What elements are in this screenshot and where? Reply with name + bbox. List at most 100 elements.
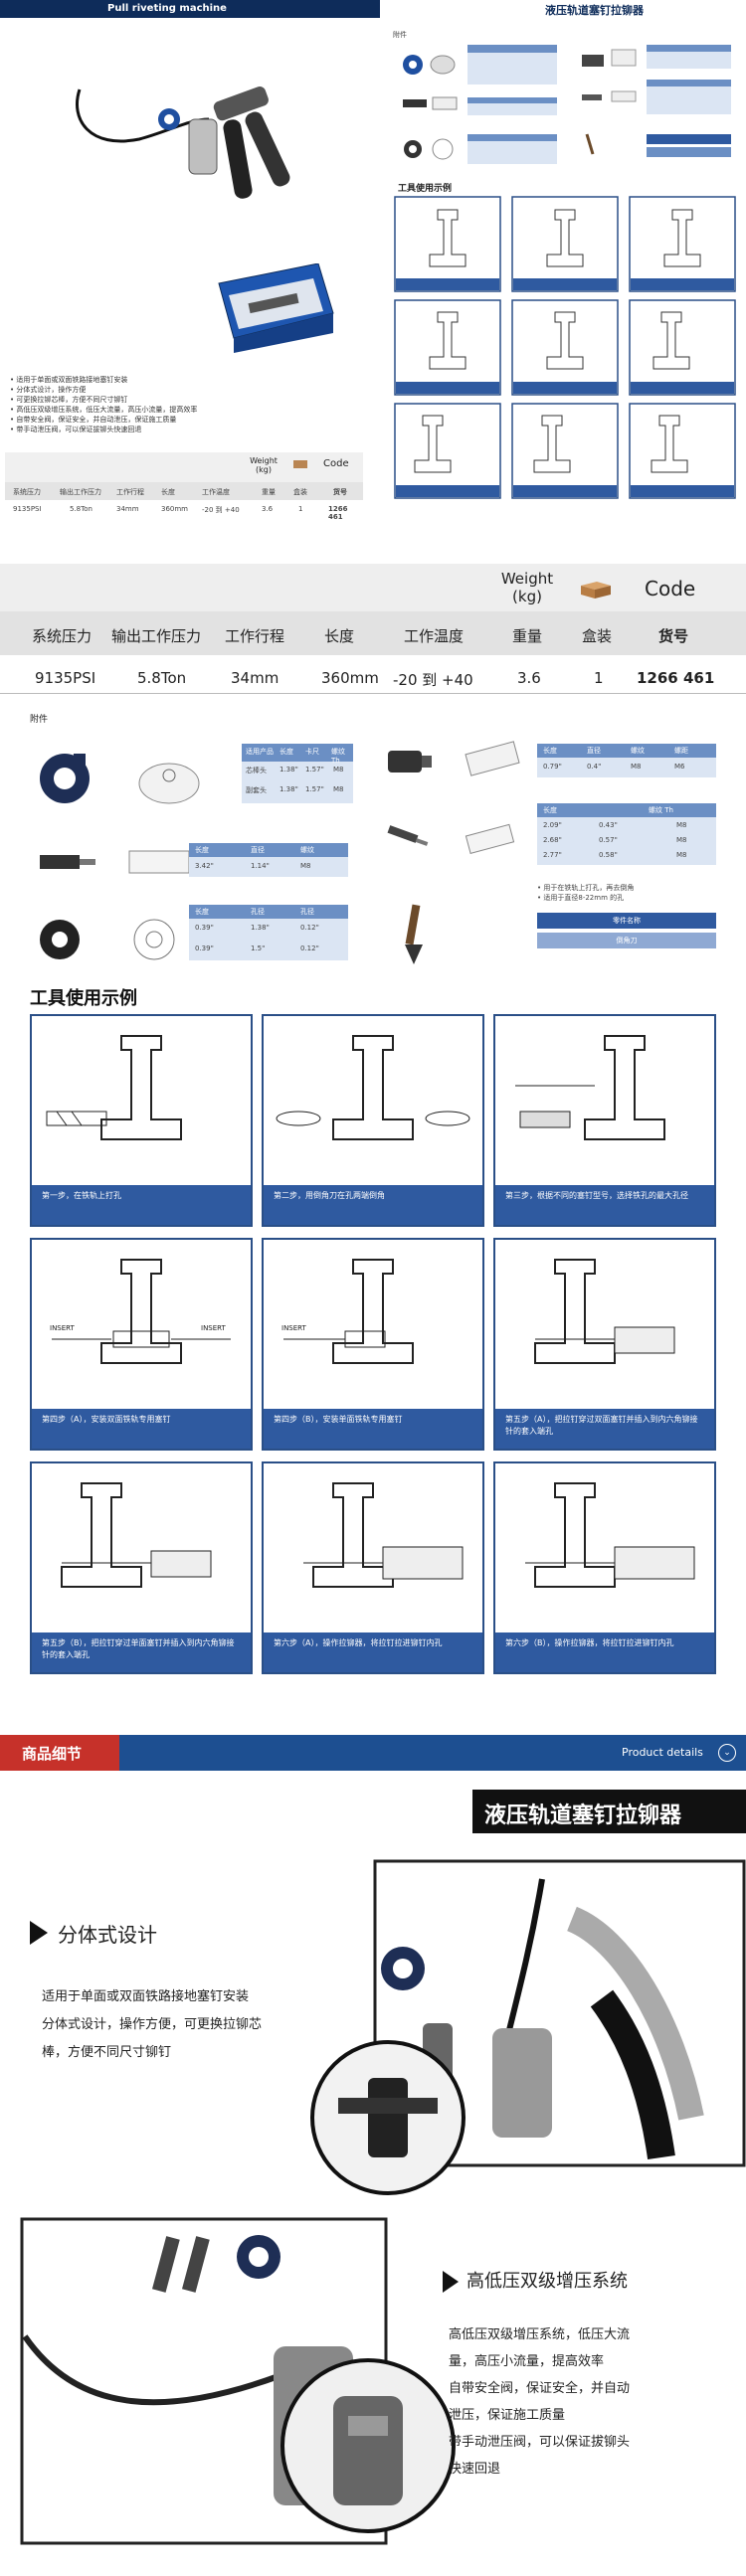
spec-value: -20 到 +40 (393, 671, 473, 689)
bullet-item: • 分体式设计，操作方便 (10, 386, 87, 394)
weight-label: Weight (kg) (500, 570, 554, 605)
acc-th: 螺距 (674, 747, 688, 755)
mini-accessory-shapes (403, 45, 731, 164)
acc-td: M8 (676, 836, 687, 844)
product-image-top (76, 86, 290, 199)
accessory-table-3: 长度 孔径 孔径 0.39" 1.38" 0.12" 0.39" 1.5" 0.… (189, 905, 348, 960)
accessory-table-1: 适用产品 长度 卡尺 螺纹 Th 芯棒头 1.38" 1.57" M8 副套头 … (242, 744, 353, 803)
acc-th: 卡尺 (305, 748, 319, 756)
bullet-item: • 带手动泄压阀，可以保证拔铆头快速回退 (10, 426, 142, 433)
acc-th: 螺纹 (300, 846, 314, 854)
spec-header: 工作行程 (225, 627, 285, 645)
usage-caption: 第四步（A），安装双面铁轨专用塞钉 (32, 1409, 251, 1449)
top-td: 34mm (116, 505, 139, 513)
acc-td: 1.57" (305, 785, 324, 793)
feature1-line: 棒，方便不同尺寸铆钉 (42, 2045, 172, 2060)
acc-td: 0.39" (195, 924, 214, 932)
chevron-circle-down-icon[interactable]: ⌄ (718, 1744, 736, 1762)
code-label: Code (645, 577, 696, 601)
feature2-title: 高低压双级增压系统 (466, 2271, 628, 2292)
bullet-item: • 自带安全阀，保证安全，并自动泄压，保证施工质量 (10, 416, 177, 424)
accessory-image (388, 741, 520, 776)
acc-td: 1.14" (251, 862, 270, 870)
top-code-label: Code (323, 458, 349, 469)
spec-header: 重量 (512, 627, 543, 645)
note-line: • 用于在铁轨上打孔，再去倒角 (537, 884, 635, 892)
product-title-box: 液压轨道塞钉拉铆器 (472, 1790, 746, 1833)
top-weight-label: Weight (kg) (250, 456, 278, 474)
top-td: 5.8Ton (70, 505, 93, 513)
accessory-table-4: 长度 直径 螺纹 螺距 0.79" 0.4" M8 M6 (537, 744, 716, 777)
accessory-image (40, 919, 175, 960)
acc-td: 1.57" (305, 766, 324, 773)
acc-th: 长度 (543, 806, 557, 814)
spec-header: 工作温度 (404, 627, 465, 645)
acc-td: 0.79" (543, 763, 562, 771)
acc-th: 孔径 (251, 908, 265, 916)
acc-td: 1.5" (251, 945, 266, 952)
details-header-tab: 商品细节 (0, 1735, 119, 1771)
acc-th: 直径 (587, 747, 601, 755)
accessory-image (40, 754, 200, 804)
top-th: 系统压力 (13, 488, 41, 496)
part-name-button[interactable]: 零件名称 (537, 913, 716, 929)
feature2-line: 带手动泄压阀，可以保证拔铆头 (449, 2435, 631, 2450)
rail-pin-a-diagram (534, 1259, 675, 1364)
top-small-table: Weight (kg) Code 系统压力 输出工作压力 工作行程 长度 工作温… (5, 452, 363, 521)
insert-label: INSERT (281, 1324, 306, 1332)
insert-label: INSERT (50, 1324, 75, 1332)
feature2-line: 高低压双级增压系统，低压大流 (449, 2327, 631, 2342)
acc-td: 0.12" (300, 945, 319, 952)
bullet-item: • 可更换拉铆芯棒，方便不同尺寸铆钉 (10, 396, 128, 404)
usage-panel-2: 第二步，用倒角刀在孔两端倒角 (262, 1014, 484, 1227)
rail-pin-b-diagram (61, 1482, 212, 1588)
acc-th: 长度 (195, 846, 209, 854)
feature2-line: 量，高压小流量，提高效率 (449, 2354, 605, 2369)
rail-insert-b-diagram (283, 1259, 414, 1364)
usage-caption: 第四步（B），安装单面铁轨专用塞钉 (264, 1409, 482, 1449)
acc-td: 2.77" (543, 851, 562, 859)
acc-td: 3.42" (195, 862, 214, 870)
top-th: 工作行程 (116, 488, 144, 496)
accessory-image (40, 850, 190, 874)
chamfer-button[interactable]: 倒角刀 (537, 933, 716, 948)
details-header-bar: 商品细节 Product details ⌄ (0, 1735, 746, 1771)
usage-panel-1: 第一步，在铁轨上打孔 (30, 1014, 253, 1227)
usage-caption: 第六步（A），操作拉铆器，将拉钉拉进铆钉内孔 (264, 1632, 482, 1672)
spec-header: 货号 (658, 627, 689, 645)
details-header-right: Product details (622, 1746, 703, 1759)
spec-value: 3.6 (517, 669, 541, 687)
rail-chamfer-diagram (276, 1035, 470, 1140)
usage-panel-4: INSERT INSERT 第四步（A），安装双面铁轨专用塞钉 (30, 1238, 253, 1451)
detail-zoom-circle-2 (280, 2358, 456, 2533)
mini-usage-title: 工具使用示例 (398, 184, 453, 194)
chamfer-label: 倒角刀 (616, 937, 638, 945)
acc-td: M8 (333, 766, 344, 773)
usage-panel-8: 第六步（A），操作拉铆器，将拉钉拉进铆钉内孔 (262, 1461, 484, 1674)
mini-usage: 工具使用示例 (393, 179, 741, 507)
banner-right: 液压轨道塞钉拉铆器 (386, 0, 746, 18)
feature1-title: 分体式设计 (58, 1923, 157, 1947)
details-header-left: 商品细节 (22, 1745, 83, 1763)
top-th: 重量 (262, 488, 276, 496)
acc-td: 0.57" (599, 836, 618, 844)
note-line: • 适用于直径8-22mm 的孔 (537, 894, 625, 902)
spec-table: Weight (kg) Code 系统压力 输出工作压力 工作行程 长度 工作温… (0, 564, 746, 703)
usage-caption: 第六步（B），操作拉铆器，将拉钉拉进铆钉内孔 (495, 1632, 714, 1672)
top-td: 9135PSI (13, 505, 42, 513)
feature1-line: 适用于单面或双面铁路接地塞钉安装 (42, 1989, 250, 2004)
acc-th: 直径 (251, 846, 265, 854)
spec-header: 长度 (324, 627, 355, 645)
banner-left-title: Pull riveting machine (107, 3, 227, 14)
acc-td: M8 (631, 763, 642, 771)
rail-pull-b-diagram (525, 1482, 695, 1588)
acc-td: M8 (676, 821, 687, 829)
box-icon (581, 582, 611, 599)
mini-usage-panels (394, 196, 736, 499)
bullet-item: • 适用于单面或双面铁路接地塞钉安装 (10, 376, 128, 384)
spec-value: 9135PSI (35, 669, 96, 687)
usage-panel-6: 第五步（A），把拉钉穿过双面塞钉并插入到内六角铆接针的套入端孔 (493, 1238, 716, 1451)
top-th: 货号 (333, 488, 347, 496)
acc-th: 长度 (543, 747, 557, 755)
acc-th: 长度 (280, 748, 293, 756)
